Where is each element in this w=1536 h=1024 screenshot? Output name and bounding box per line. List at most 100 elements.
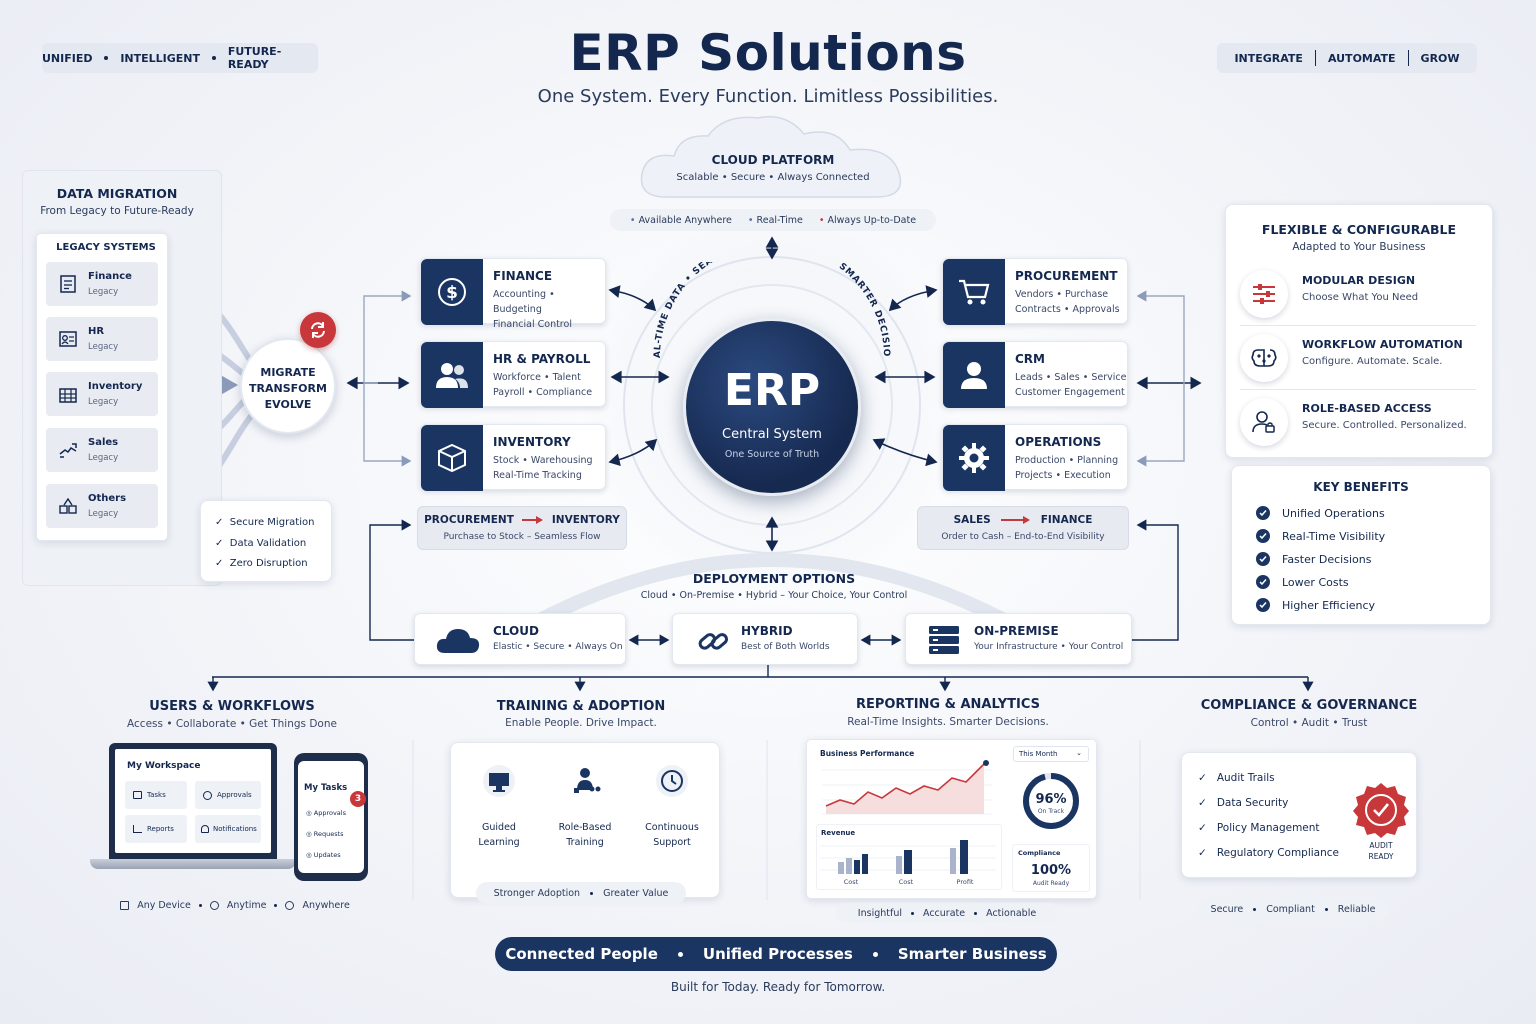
tag-integrate: INTEGRATE — [1234, 51, 1303, 65]
module-line: Production • Planning — [1015, 455, 1119, 466]
module-line: Customer Engagement — [1015, 387, 1125, 398]
compliance-list: ✓ Audit Trails ✓ Data Security ✓ Policy … — [1198, 766, 1339, 866]
banner-text: Unified Processes — [702, 945, 853, 963]
legacy-item-inventory[interactable]: Inventory Legacy — [46, 372, 158, 416]
migration-title: DATA MIGRATION — [56, 186, 178, 201]
flex-item-sub: Choose What You Need — [1302, 292, 1419, 303]
module-line: Payroll • Compliance — [493, 387, 593, 398]
legacy-item-label: Sales — [88, 437, 119, 448]
boxes-icon — [59, 497, 77, 514]
hub-line: EVOLVE — [264, 398, 312, 411]
legacy-systems-title: LEGACY SYSTEMS — [56, 242, 156, 253]
legacy-item-sub: Legacy — [88, 509, 119, 519]
deploy-sub: Your Infrastructure • Your Control — [974, 642, 1124, 652]
workspace-tile-tasks[interactable]: Tasks — [125, 781, 187, 809]
check-label: Secure Migration — [229, 517, 315, 528]
module-title: PROCUREMENT — [1015, 269, 1118, 283]
benefit-item: Unified Operations — [1256, 506, 1385, 520]
period-select[interactable]: This Month⌄ — [1013, 746, 1089, 762]
flex-item-sub: Secure. Controlled. Personalized. — [1302, 420, 1467, 431]
cloud-platform-subtitle: Scalable • Secure • Always Connected — [676, 172, 870, 183]
flex-item-workflow[interactable]: WORKFLOW AUTOMATION Configure. Automate.… — [1240, 328, 1476, 388]
tag-future-ready: FUTURE-READY — [227, 45, 282, 71]
workspace-tile-reports[interactable]: Reports — [125, 815, 187, 843]
footer-label: Anywhere — [302, 899, 350, 911]
legacy-item-sales[interactable]: Sales Legacy — [46, 428, 158, 472]
footer-label: Reliable — [1337, 903, 1376, 915]
separator-dot — [104, 56, 109, 60]
deployment-title: DEPLOYMENT OPTIONS — [692, 571, 856, 586]
tile-label: Reports — [147, 825, 174, 833]
check-label: Zero Disruption — [229, 558, 308, 569]
training-label: Guided — [482, 822, 516, 833]
compliance-card — [1181, 752, 1417, 878]
red-arrow-icon — [521, 516, 543, 524]
legacy-item-sub: Legacy — [88, 453, 119, 463]
brain-network-icon — [1240, 334, 1288, 382]
workspace-tile-approvals[interactable]: Approvals — [195, 781, 261, 809]
phone: My Tasks ◎ Approvals ◎ Requests ◎ Update… — [294, 753, 368, 881]
flex-item-title: MODULAR DESIGN — [1302, 274, 1416, 287]
deploy-cloud[interactable]: CLOUD Elastic • Secure • Always On — [414, 613, 626, 665]
user-lock-icon — [1240, 398, 1288, 446]
flow-sub: Purchase to Stock – Seamless Flow — [443, 532, 601, 542]
flex-item-title: ROLE-BASED ACCESS — [1302, 402, 1432, 415]
divider — [1240, 325, 1476, 326]
hub-line: MIGRATE — [260, 366, 316, 379]
benefits-title: KEY BENEFITS — [1313, 480, 1409, 494]
seal-line: AUDIT — [1369, 841, 1393, 850]
benefit-item: Faster Decisions — [1256, 552, 1371, 566]
footer-label: Insightful — [857, 907, 902, 919]
check-circle-icon — [1256, 552, 1270, 566]
deploy-hybrid[interactable]: HYBRID Best of Both Worlds — [672, 613, 858, 665]
benefit-label: Higher Efficiency — [1282, 598, 1376, 612]
footer-label: Secure — [1210, 903, 1244, 915]
flow-sales-finance: SALES FINANCE Order to Cash – End-to-End… — [917, 506, 1129, 550]
phone-row-approvals[interactable]: ◎ Approvals — [306, 809, 346, 817]
deploy-title: HYBRID — [741, 624, 793, 638]
deploy-title: ON-PREMISE — [974, 624, 1059, 638]
phone-row-requests[interactable]: ◎ Requests — [306, 830, 344, 838]
flex-item-role-access[interactable]: ROLE-BASED ACCESS Secure. Controlled. Pe… — [1240, 392, 1476, 452]
module-line: Contracts • Approvals — [1015, 304, 1120, 315]
flex-item-modular[interactable]: MODULAR DESIGN Choose What You Need — [1240, 264, 1476, 324]
legacy-item-label: Inventory — [88, 381, 143, 392]
monitor-icon — [483, 765, 515, 797]
users-title: USERS & WORKFLOWS — [149, 699, 315, 714]
legacy-item-finance[interactable]: Finance Legacy — [46, 262, 158, 306]
revenue-label: Revenue — [821, 829, 856, 837]
legacy-item-others[interactable]: Others Legacy — [46, 484, 158, 528]
laptop-screen: My Workspace Tasks Approvals Reports Not… — [109, 743, 277, 859]
separator-dot — [872, 951, 878, 957]
handshake-icon — [59, 443, 77, 458]
phone-row-label: Updates — [313, 851, 341, 859]
tile-label: Approvals — [217, 791, 252, 799]
separator-bar — [1314, 50, 1316, 66]
separator-dot — [274, 903, 278, 907]
compliance-item: ✓ Policy Management — [1198, 822, 1320, 834]
workspace-tile-notifications[interactable]: Notifications — [195, 815, 261, 843]
footer-label: Stronger Adoption — [493, 887, 581, 899]
hub-line: TRANSFORM — [249, 382, 327, 395]
deploy-on-premise[interactable]: ON-PREMISE Your Infrastructure • Your Co… — [905, 613, 1132, 665]
flow-from: PROCUREMENT — [424, 514, 514, 526]
compliance-label: Regulatory Compliance — [1216, 847, 1339, 859]
cloud-tag-label: Always Up-to-Date — [827, 214, 917, 226]
tile-label: Notifications — [213, 825, 257, 833]
ledger-icon — [60, 275, 76, 293]
tag-automate: AUTOMATE — [1327, 51, 1396, 65]
benefit-label: Unified Operations — [1282, 506, 1385, 520]
phone-row-updates[interactable]: ◎ Updates — [306, 851, 341, 859]
legacy-item-hr[interactable]: HR Legacy — [46, 317, 158, 361]
